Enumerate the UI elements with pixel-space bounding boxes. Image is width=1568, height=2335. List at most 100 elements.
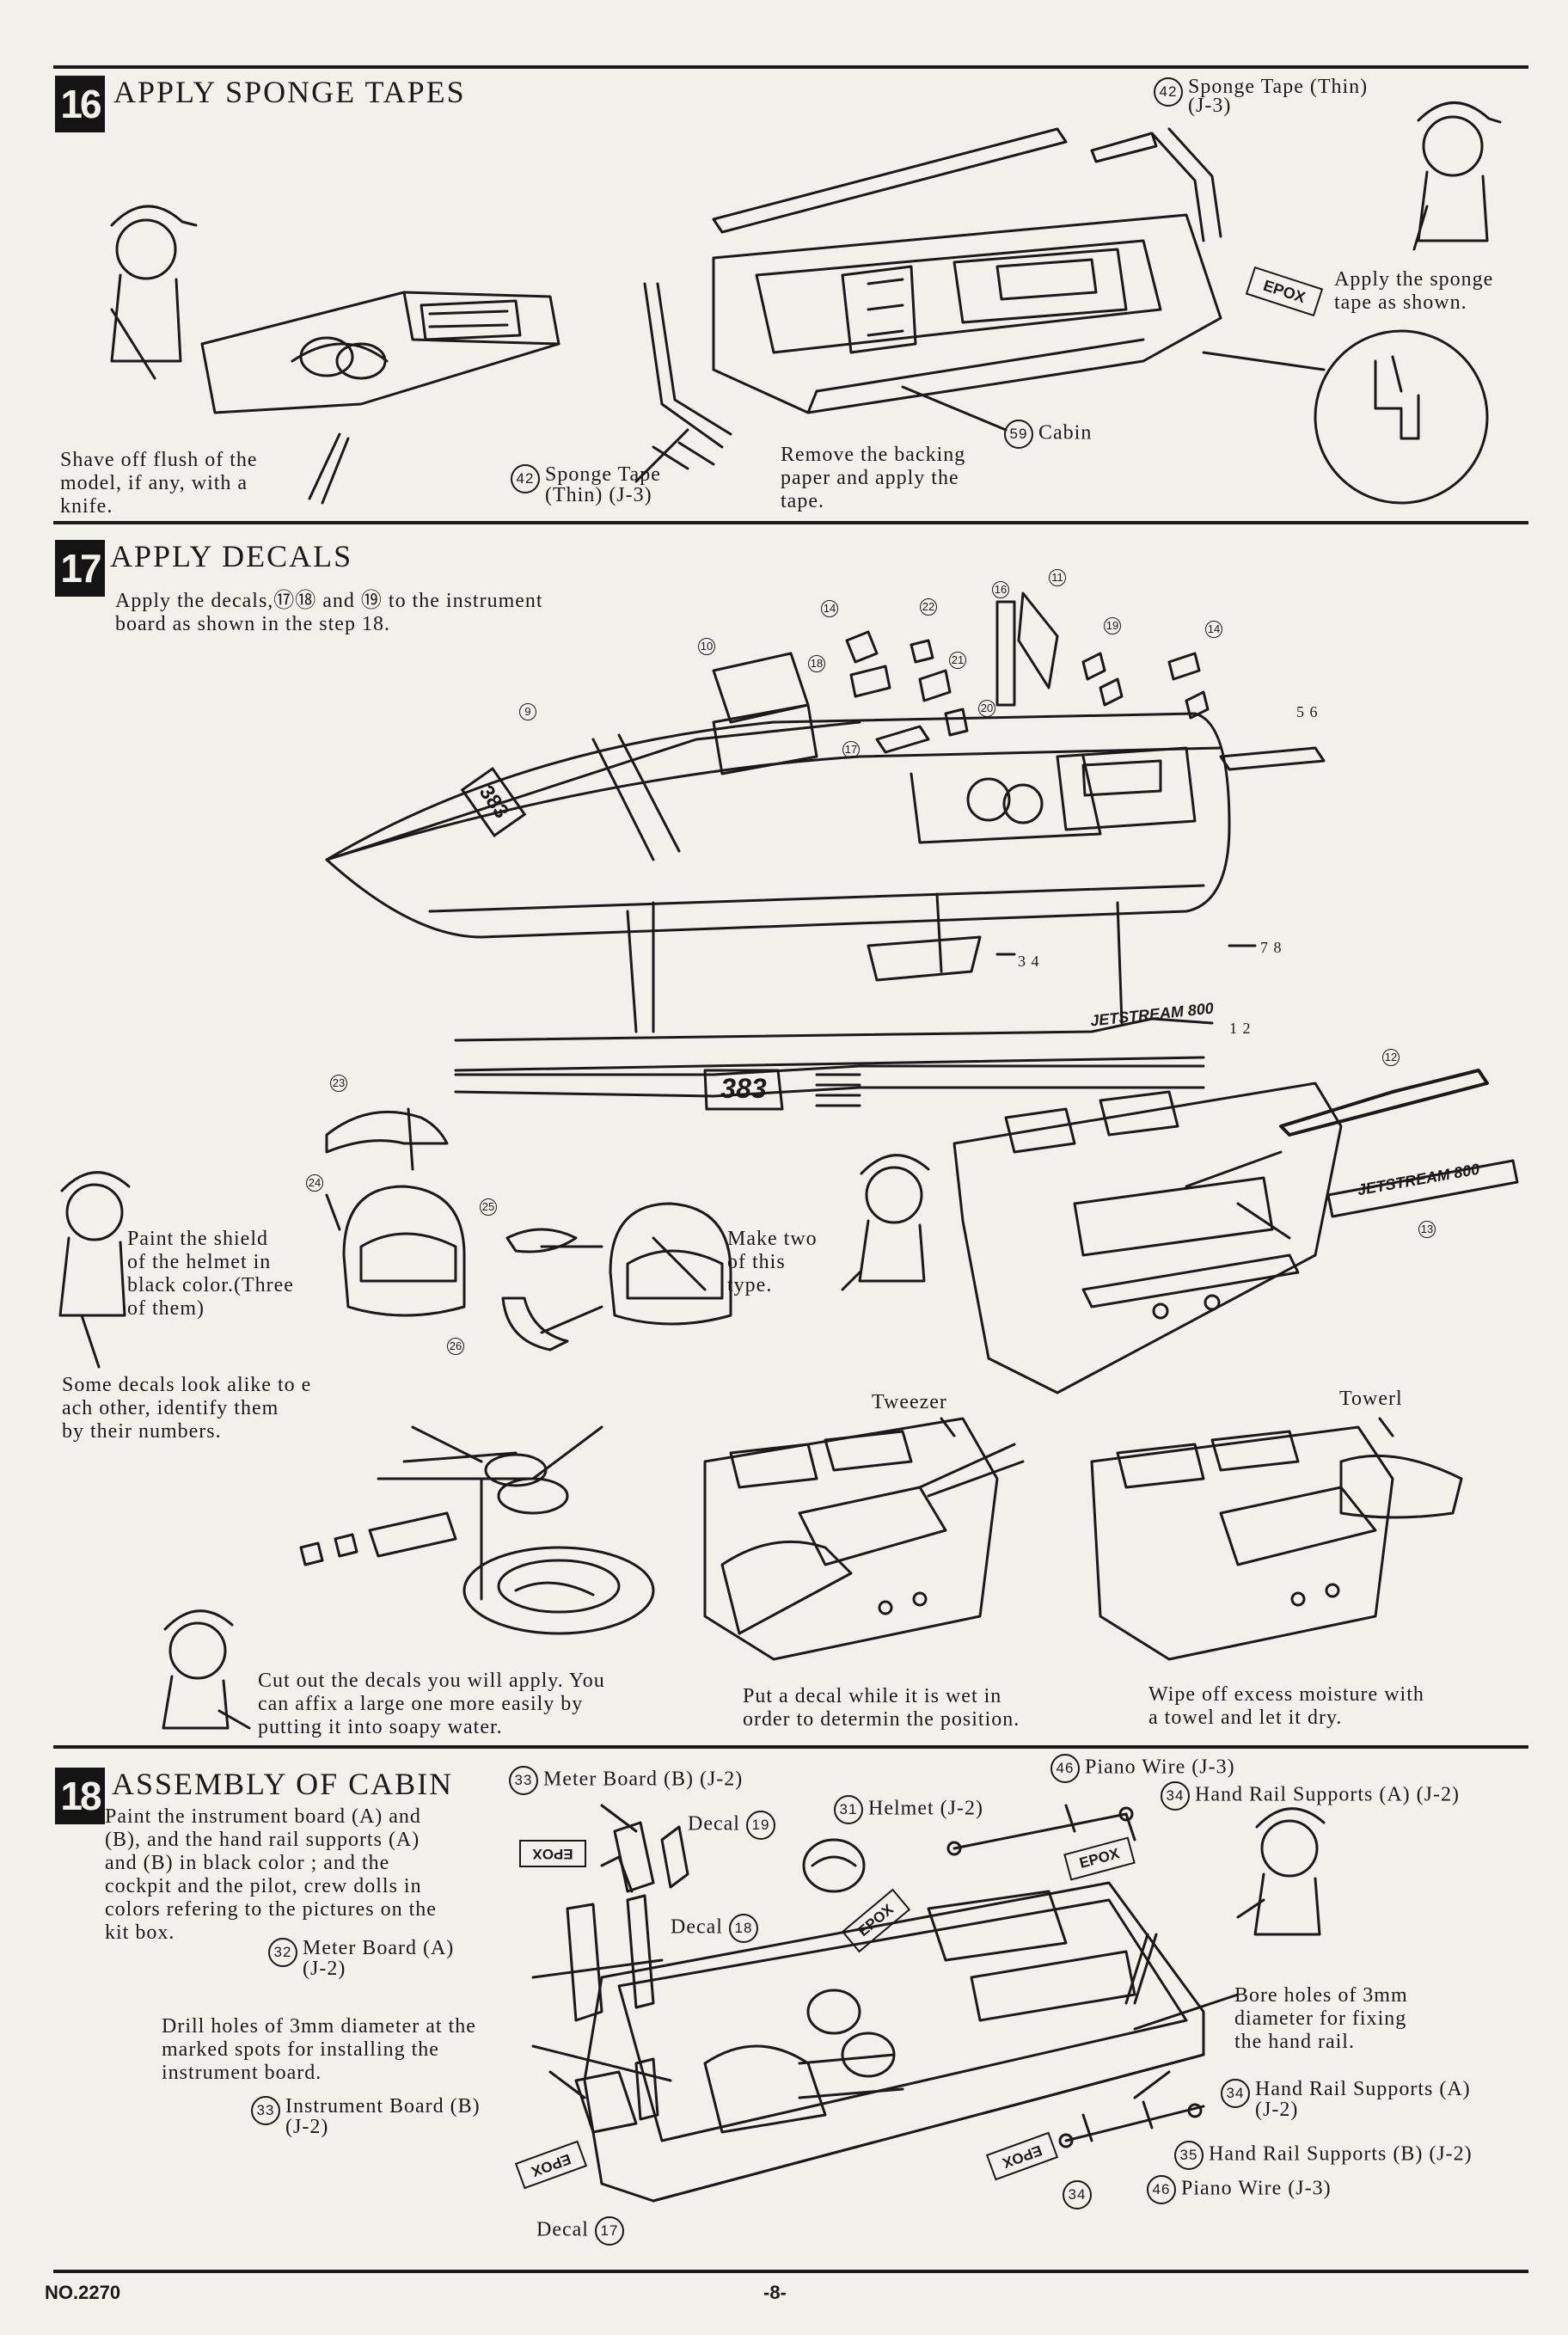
decal-num-5-6: 5 6 (1296, 703, 1319, 720)
cabin-text: Cabin (1038, 421, 1093, 444)
paint-shield-instruction: Paint the shield of the helmet in black … (127, 1228, 294, 1320)
decal-num-11: 11 (1049, 569, 1066, 586)
piano-wire-bottom-text: Piano Wire (J-3) (1181, 2177, 1332, 2200)
meter-board-a-text: Meter Board (A) (J-2) (303, 1937, 455, 1980)
page-number: -8- (763, 2282, 787, 2303)
decal-num-17: 17 (842, 741, 860, 758)
make-two-instruction: Make two of this type. (727, 1228, 818, 1296)
part-number-badge: 59 (1004, 420, 1033, 449)
stripe-number-plate: 383 (707, 1069, 781, 1107)
step-17-title: APPLY DECALS (110, 539, 353, 573)
decal-num-9: 9 (519, 703, 536, 720)
decal-num-12: 12 (1382, 1049, 1400, 1066)
decal-num-18: 18 (808, 655, 825, 672)
decal-18-text: Decal (671, 1915, 723, 1939)
part-number-badge: 17 (594, 2216, 624, 2246)
decal-18-label: Decal 18 (671, 1914, 763, 1943)
decal-19-text: Decal (688, 1812, 740, 1836)
rail-b-text: Hand Rail Supports (B) (J-2) (1209, 2142, 1473, 2166)
wipe-instruction: Wipe off excess moisture with a towel an… (1148, 1683, 1424, 1729)
decal-num-20: 20 (978, 700, 995, 717)
decal-num-13: 13 (1418, 1221, 1436, 1238)
part-number-badge: 34 (1161, 1781, 1190, 1811)
decal-num-24: 24 (306, 1174, 323, 1192)
decal-num-22: 22 (920, 598, 937, 616)
bore-holes-instruction: Bore holes of 3mm diameter for fixing th… (1234, 1984, 1408, 2053)
put-decal-instruction: Put a decal while it is wet in order to … (743, 1685, 1020, 1731)
part-number-badge: 31 (834, 1795, 863, 1824)
decal-num-25: 25 (480, 1198, 497, 1216)
step-18-illustration (531, 1804, 1326, 2203)
sponge-tape-bottom-text: Sponge Tape (Thin) (J-3) (545, 463, 661, 506)
part-number-badge: 18 (728, 1914, 758, 1943)
part-34-label: 34 (1063, 2180, 1097, 2209)
part-number-badge: 42 (511, 464, 540, 493)
rule-17-18 (53, 1745, 1528, 1749)
decal-num-26: 26 (447, 1338, 464, 1355)
epox-label-18c: EPOX (1077, 1845, 1122, 1872)
part-number-badge: 33 (251, 2096, 280, 2125)
part-number-badge: 46 (1147, 2175, 1176, 2204)
meter-board-b-text: Meter Board (B) (J-2) (543, 1768, 744, 1791)
decal-num-10: 10 (698, 638, 715, 655)
cutout-instruction: Cut out the decals you will apply. You c… (258, 1670, 605, 1738)
rule-16-17 (53, 521, 1528, 524)
step-17-number: 17 (55, 540, 105, 597)
decal-19-label: Decal 19 (688, 1811, 781, 1840)
decal-num-7-8: 7 8 (1260, 939, 1283, 956)
decal-17-label: Decal 17 (536, 2216, 629, 2246)
instrument-board-b-text: Instrument Board (B) (J-2) (285, 2095, 481, 2138)
towel-label: Towerl (1339, 1388, 1403, 1410)
shave-instruction: Shave off flush of the model, if any, wi… (60, 449, 258, 518)
part-number-badge: 42 (1154, 77, 1183, 107)
decal-num-14: 14 (821, 600, 838, 617)
apply-sponge-instruction: Apply the sponge tape as shown. (1334, 268, 1494, 314)
epox-label-18a: EPOX (532, 1846, 573, 1862)
rail-a-bottom-text: Hand Rail Supports (A) (J-2) (1255, 2078, 1471, 2121)
step-17-illustration (58, 591, 1519, 1730)
remove-backing-instruction: Remove the backing paper and apply the t… (781, 444, 966, 512)
piano-wire-top-text: Piano Wire (J-3) (1085, 1756, 1235, 1779)
part-number-badge: 34 (1063, 2180, 1092, 2209)
step-18-number: 18 (55, 1768, 105, 1824)
epox-tube-18a: EPOX (519, 1840, 586, 1867)
step-16-number: 16 (55, 76, 105, 132)
model-number: NO.2270 (45, 2282, 121, 2303)
decal-num-16: 16 (992, 581, 1009, 598)
step-16-title: APPLY SPONGE TAPES (113, 75, 466, 109)
drill-holes-instruction: Drill holes of 3mm diameter at the marke… (162, 2015, 476, 2084)
part-number-badge: 34 (1221, 2079, 1250, 2108)
tweezer-label: Tweezer (872, 1391, 947, 1413)
part-number-badge: 46 (1050, 1754, 1080, 1783)
step-16-illustration (110, 101, 1502, 505)
decal-num-19: 19 (1104, 617, 1121, 634)
decal-17-text: Decal (536, 2218, 589, 2241)
decal-num-14b: 14 (1205, 621, 1222, 638)
helmet-text: Helmet (J-2) (868, 1797, 983, 1820)
step-17-intro: Apply the decals,⑰⑱ and ⑲ to the instrum… (115, 590, 543, 635)
part-number-badge: 32 (268, 1938, 297, 1967)
step-18-title: ASSEMBLY OF CABIN (112, 1767, 454, 1801)
decal-num-3-4: 3 4 (1018, 953, 1040, 970)
decal-num-23: 23 (330, 1075, 347, 1092)
part-number-badge: 35 (1174, 2141, 1204, 2170)
decal-num-1-2: 1 2 (1229, 1020, 1252, 1037)
decal-num-21: 21 (949, 652, 966, 669)
top-rule (53, 65, 1528, 69)
alike-decals-note: Some decals look alike to e ach other, i… (62, 1374, 312, 1443)
rail-a-top-text: Hand Rail Supports (A) (J-2) (1195, 1783, 1460, 1806)
part-number-badge: 19 (745, 1811, 775, 1840)
bottom-rule (53, 2270, 1528, 2273)
